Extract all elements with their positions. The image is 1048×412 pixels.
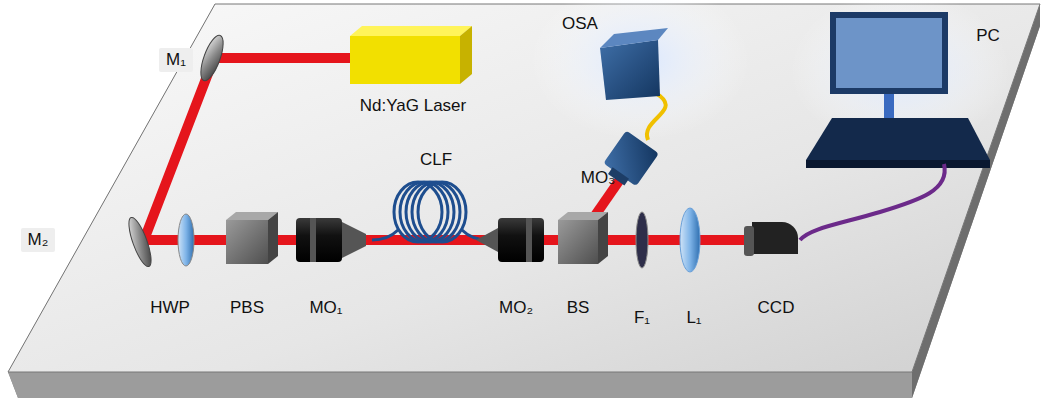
splitter-label: BS xyxy=(567,299,590,318)
laser-label: Nd:YaG Laser xyxy=(360,97,466,116)
lens-label: L₁ xyxy=(686,309,701,328)
filter-label: F₁ xyxy=(634,309,650,328)
computer-label: PC xyxy=(976,27,1000,46)
splitter-label: PBS xyxy=(230,299,264,318)
camera-label: CCD xyxy=(758,299,795,318)
waveplate-label: HWP xyxy=(150,299,190,318)
objective-label: MO₁ xyxy=(309,299,342,318)
objective-label: MO₂ xyxy=(499,299,533,318)
mirror-label: M₁ xyxy=(159,48,193,73)
fiber-label: CLF xyxy=(420,151,452,170)
objective-label: MO₃ xyxy=(581,169,615,188)
analyzer-label: OSA xyxy=(562,15,598,34)
mirror-label: M₂ xyxy=(21,228,56,253)
